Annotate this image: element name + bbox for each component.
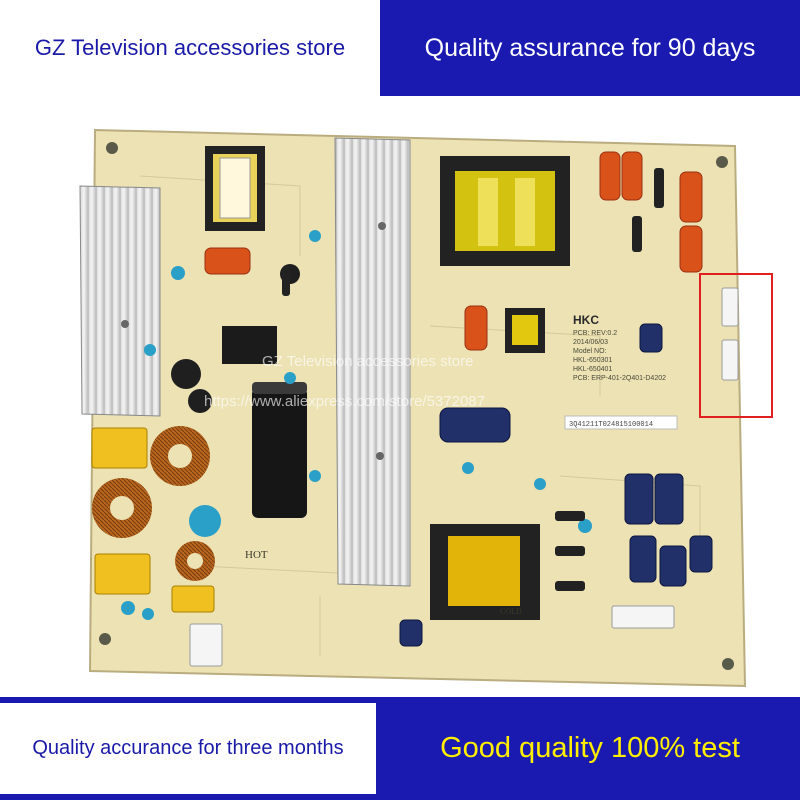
svg-text:HKL-650401: HKL-650401	[573, 366, 612, 373]
diodes	[282, 168, 664, 591]
pcb-silkscreen: PCB: REV:0.2 2014/06/03 Model NO: HKL-65…	[573, 330, 666, 382]
center-heatsink	[334, 137, 411, 587]
black-module	[222, 326, 277, 364]
highlight-box	[699, 273, 773, 418]
warranty-banner: Quality accurance for three months	[0, 697, 380, 800]
watermark-url: https://www.aliexpress.com/store/5372087	[204, 393, 485, 410]
quality-test-banner: Good quality 100% test	[380, 697, 800, 800]
svg-text:Model NO:: Model NO:	[573, 348, 607, 355]
quality-test-text: Good quality 100% test	[440, 732, 740, 764]
transformer-large	[440, 156, 570, 266]
store-name-banner: GZ Television accessories store	[0, 0, 380, 96]
quality-assurance-text: Quality assurance for 90 days	[424, 33, 756, 62]
serial-label-text: 3Q41211T024815100014	[569, 421, 653, 429]
hot-label: HOT	[245, 549, 268, 561]
blue-capacitors	[399, 323, 713, 647]
warranty-text: Quality accurance for three months	[32, 737, 344, 759]
transformer-bottom	[430, 524, 540, 620]
serial-label	[564, 415, 678, 430]
toroid-coils	[92, 426, 215, 581]
svg-text:2014/06/03: 2014/06/03	[573, 339, 608, 346]
film-capacitors	[204, 151, 703, 351]
quality-assurance-banner: Quality assurance for 90 days	[380, 0, 800, 96]
store-name-text: GZ Television accessories store	[34, 35, 346, 60]
svg-text:HKL-650301: HKL-650301	[573, 357, 612, 364]
watermark-store: GZ Television accessories store	[262, 353, 473, 370]
power-board-image: 3Q41211T024815100014 HKC PCB: REV:0.2 20…	[79, 128, 773, 688]
product-photo: 3Q41211T024815100014 HKC PCB: REV:0.2 20…	[0, 96, 800, 697]
transformer-small	[205, 146, 265, 231]
brand-mark: HKC	[573, 313, 599, 327]
x-capacitors	[91, 427, 215, 613]
warranty-panel: Quality accurance for three months	[0, 703, 376, 794]
disc-capacitors	[121, 230, 592, 620]
svg-text:PCB: ERP-401-2Q401-D4202: PCB: ERP-401-2Q401-D4202	[573, 375, 666, 382]
svg-text:PCB: REV:0.2: PCB: REV:0.2	[573, 330, 617, 337]
small-transformer-mid	[505, 308, 545, 353]
cold-label: COLD	[500, 607, 522, 616]
left-heatsink	[79, 185, 161, 417]
connectors-right	[189, 287, 739, 667]
main-electrolytic-capacitor	[252, 382, 307, 518]
mounting-holes	[99, 142, 734, 670]
